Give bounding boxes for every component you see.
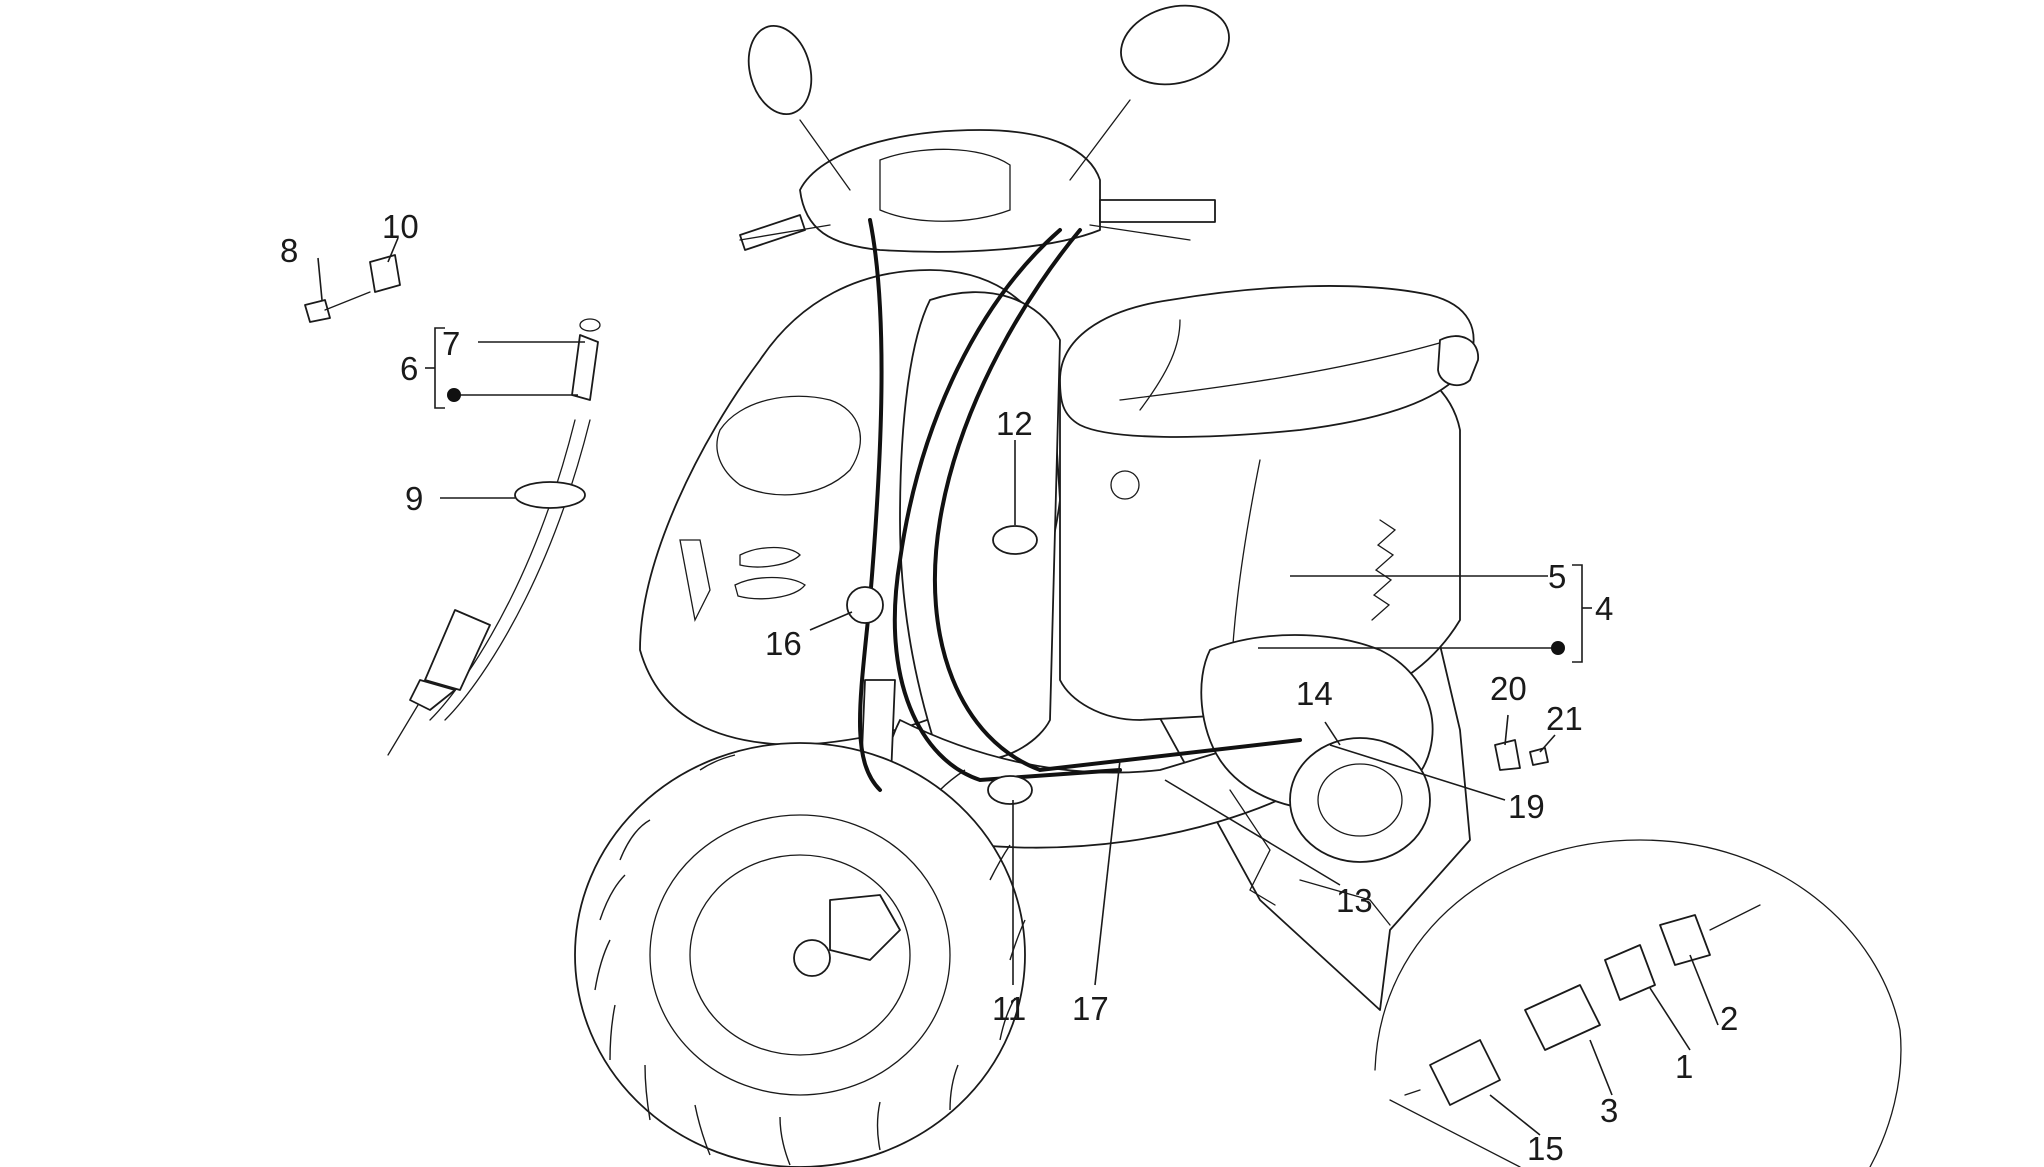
center-stand [1229,789,1391,926]
right-mirror [1120,4,1230,86]
leader-21 [1539,734,1556,753]
rear-wheel [1289,737,1431,863]
callout-labels: 8 10 7 6 9 12 16 14 5 4 20 21 19 13 11 1… [280,208,1738,1167]
callout-1: 1 [1675,1048,1693,1085]
callout-4: 4 [1595,590,1613,627]
left-mirror-stem [799,119,851,191]
front-vent-3 [734,576,806,600]
left-lever [739,224,831,241]
cable-lower-nut [409,679,456,711]
callout-3: 3 [1600,1092,1618,1129]
right-mirror-stem [1069,99,1131,181]
plug-16-part [846,586,884,624]
brake-caliper [829,894,901,961]
cable-upper-fitting [571,334,599,401]
leader-8 [317,257,323,301]
front-vent-2 [739,546,801,568]
inset-bushing-3 [1524,984,1601,1051]
bracket-4 [1572,564,1583,663]
leader-20 [1504,714,1509,746]
detail-inset [1374,839,1902,1167]
callout-11: 11 [992,990,1026,1027]
rear-lamp [1437,335,1479,387]
callout-19: 19 [1508,788,1545,825]
leader-10 [387,237,399,263]
leg-shield [899,291,1061,761]
leader-3 [1589,1039,1613,1096]
callout-13: 13 [1336,882,1373,919]
cable-lower-fitting [424,609,491,691]
leader-17 [1094,759,1121,986]
bracket-20-part [1494,739,1521,771]
right-grip [1099,199,1216,223]
callout-20: 20 [1490,670,1527,707]
rear-shock [1371,519,1397,621]
front-rim [649,814,951,1096]
callout-14: 14 [1296,675,1333,712]
clamp-12-part [992,525,1038,555]
front-axle [793,939,831,977]
handlebar-cover [799,129,1101,253]
leader-15 [1489,1094,1541,1136]
callout-5: 5 [1548,558,1566,595]
leader-14 [1324,721,1341,746]
callout-15: 15 [1527,1130,1564,1167]
callout-17: 17 [1072,990,1109,1027]
cable-washer [579,318,601,332]
speedometer-cable-assembly [387,318,601,756]
scooter-drawing [574,4,1479,1167]
headlamp [879,148,1011,222]
cable-sheath-2 [444,419,591,721]
leader-16 [809,611,853,631]
inset-cap-2 [1659,914,1711,966]
callout-7: 7 [442,325,460,362]
inset-circle [1374,839,1902,1167]
front-disc [689,854,911,1056]
brake-cable-front [892,228,1122,783]
screw-part [304,299,331,323]
callout-9: 9 [405,480,423,517]
leader-1 [1649,987,1691,1051]
right-lever [1089,224,1191,241]
throttle-cable [932,228,1302,773]
callout-21: 21 [1546,700,1583,737]
left-grip [739,214,806,251]
clip-and-screw [304,254,401,323]
leader-19 [1329,744,1506,801]
leader-2 [1689,954,1719,1026]
cable-sheath [429,419,576,721]
clamp-11-part [987,775,1033,805]
inset-sleeve-15 [1429,1039,1501,1106]
left-mirror [747,24,813,116]
callout-12: 12 [996,405,1033,442]
leader-13 [1164,779,1341,886]
front-glovebox [716,395,861,496]
callout-6: 6 [400,350,418,387]
callout-2: 2 [1720,1000,1738,1037]
leader-lines [317,237,1719,1136]
marker-dot-6 [447,388,461,402]
callout-16: 16 [765,625,802,662]
cable-grommet [514,481,586,509]
rear-hub [1317,763,1403,837]
cable-core-end [387,704,419,756]
ignition-lock [1110,470,1140,500]
screw-21-part [1529,747,1549,766]
seat-edge [1119,339,1451,401]
seat-seam [1139,319,1181,411]
speedometer-cable-run [858,218,884,792]
front-vent-1 [679,539,711,623]
marker-dot-4 [1551,641,1565,655]
clip-part [369,254,401,293]
callout-8: 8 [280,232,298,269]
front-tire-tread [594,754,1026,1166]
callout-10: 10 [382,208,419,245]
inset-nut-1 [1604,944,1656,1001]
